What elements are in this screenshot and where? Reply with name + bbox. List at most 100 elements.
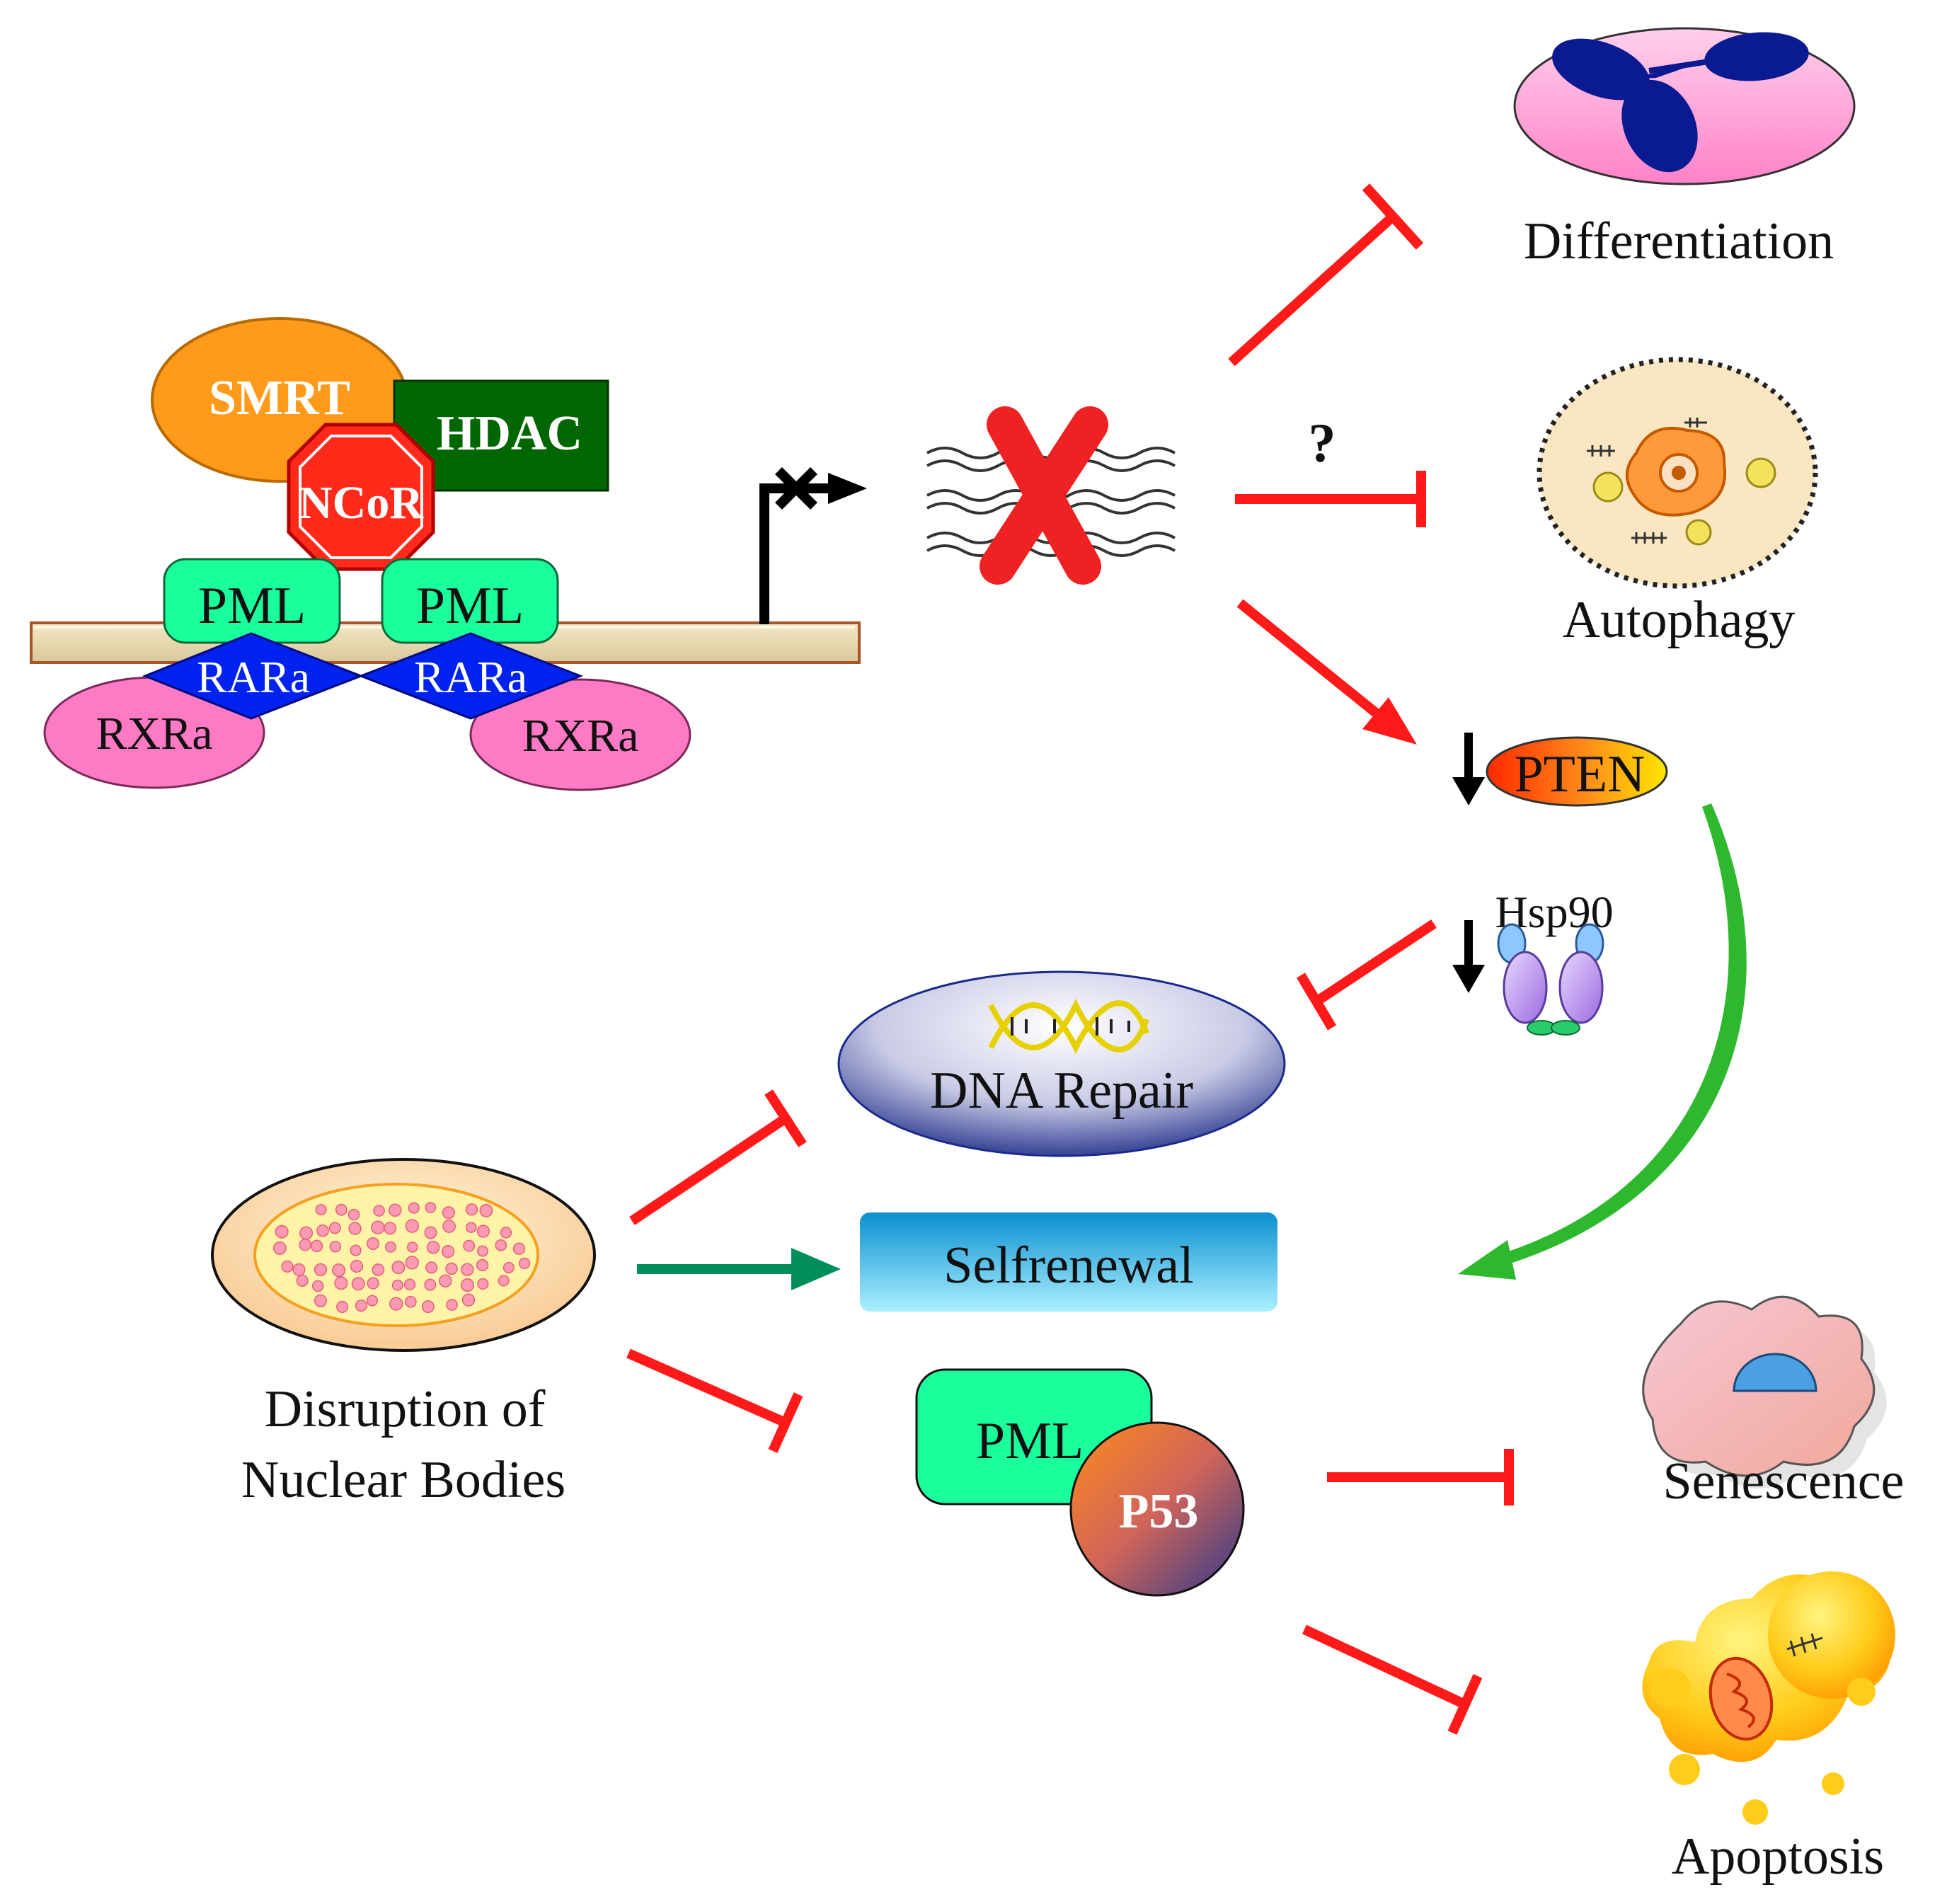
nuclear-body-dot xyxy=(350,1259,364,1273)
nuclear-body-dot xyxy=(281,1260,294,1273)
pten-selfrenewal-curve-arrow xyxy=(1458,803,1747,1280)
nuclear-body-dot xyxy=(275,1225,289,1239)
blocked-transcription xyxy=(926,406,1176,585)
nuclear-body-dot xyxy=(335,1203,348,1216)
nuclear-body-dot xyxy=(355,1300,367,1312)
activate-pten-arrow xyxy=(1236,599,1417,745)
nuclear-body-dot xyxy=(461,1293,476,1307)
nuclear-body-dot xyxy=(442,1206,455,1220)
nuclear-body-dots xyxy=(272,1202,531,1313)
nuclear-body-dot xyxy=(502,1261,515,1273)
senescence-nucleus-icon xyxy=(1733,1353,1817,1392)
nuclear-bodies-line2: Nuclear Bodies xyxy=(241,1451,565,1509)
rara-right-shape xyxy=(357,632,584,720)
nuclear-body-dot xyxy=(314,1294,327,1307)
dna-repair-group: DNA Repair xyxy=(837,970,1286,1157)
nuclear-body-dot xyxy=(426,1241,440,1254)
nuclear-body-dot xyxy=(348,1208,360,1221)
differentiation-label: Differentiation xyxy=(1524,212,1834,270)
smrt-label: SMRT xyxy=(209,371,350,425)
question-mark: ? xyxy=(1309,412,1336,474)
nuclear-body-dot xyxy=(366,1295,379,1307)
nuclear-body-dot xyxy=(477,1278,489,1290)
nuclear-body-dot xyxy=(372,1263,385,1276)
nucleus-icon xyxy=(1552,32,1809,173)
nuclear-body-dot xyxy=(367,1237,379,1250)
pml-p53-group: PML P53 xyxy=(915,1368,1245,1597)
nuclear-body-dot xyxy=(441,1245,455,1258)
rara-left-label: RARa xyxy=(197,652,310,702)
dna-repair-label: DNA Repair xyxy=(930,1062,1193,1120)
hsp90-group: Hsp90 xyxy=(1452,887,1614,1036)
autophagy-cell xyxy=(1537,357,1818,589)
nuclear-body-dot xyxy=(299,1238,311,1251)
nuclear-body-dot xyxy=(367,1277,379,1290)
nuclear-body-dot xyxy=(406,1241,418,1253)
pml-left-label: PML xyxy=(198,577,306,635)
mitochondrion-icon xyxy=(1708,1656,1774,1741)
nuclear-body-dot xyxy=(498,1275,510,1287)
nuclear-body-dot xyxy=(329,1241,342,1253)
nuclear-body-dot xyxy=(311,1280,324,1292)
inhibit-senescence-arrow xyxy=(1327,1449,1514,1506)
nuclear-body-dot xyxy=(350,1244,362,1256)
nuclear-body-dot xyxy=(388,1203,402,1217)
nuclear-body-dot xyxy=(408,1202,420,1214)
nuclear-body-dot xyxy=(315,1203,327,1216)
nuclear-bodies-group: Disruption of Nuclear Bodies xyxy=(211,1158,596,1509)
selfrenewal-label: Selfrenewal xyxy=(943,1237,1193,1295)
nuclear-body-dot xyxy=(334,1276,348,1290)
nuclear-body-dot xyxy=(351,1277,365,1291)
selfrenewal-group: Selfrenewal xyxy=(860,1212,1277,1312)
rxra-left-label: RXRa xyxy=(96,708,213,759)
nuclear-body-dot xyxy=(373,1205,385,1217)
autophagosome-icon xyxy=(1587,418,1776,546)
nuclear-body-dot xyxy=(405,1256,419,1270)
nuclear-body-dot xyxy=(314,1263,328,1277)
nuclear-body-dot xyxy=(424,1226,437,1239)
nuclear-body-dot xyxy=(461,1263,474,1276)
pathway-arrows: ? xyxy=(626,183,1747,1735)
senescence-label: Senescence xyxy=(1662,1452,1904,1510)
nuclear-body-dot xyxy=(500,1227,512,1239)
nuclear-body-dot xyxy=(460,1278,475,1292)
nuclear-body-dot xyxy=(403,1278,416,1291)
p53-shape xyxy=(1069,1421,1245,1597)
p53-label: P53 xyxy=(1119,1484,1199,1539)
nuclear-body-dot xyxy=(405,1219,420,1233)
rxra-right-label: RXRa xyxy=(522,710,639,762)
nuclear-body-dot xyxy=(439,1274,452,1288)
nuclear-body-dot xyxy=(310,1239,323,1253)
apoptosis-cell xyxy=(1642,1571,1895,1825)
nuclear-body-dot xyxy=(385,1241,396,1253)
nuclear-body-dot xyxy=(272,1241,287,1255)
apoptosis-label: Apoptosis xyxy=(1672,1828,1884,1886)
nuclear-body-dot xyxy=(299,1226,314,1240)
nuclear-body-dot xyxy=(425,1202,437,1213)
nuclear-body-dot xyxy=(465,1203,478,1216)
nuclear-body-dot xyxy=(421,1300,435,1313)
nuclear-body-dot xyxy=(446,1299,458,1311)
nuclear-body-dot xyxy=(296,1274,309,1287)
repressor-complex: SMRT HDAC NCoR PML PML RXRa RXRa RARa RA… xyxy=(30,317,867,791)
nuclear-body-dot xyxy=(463,1239,476,1252)
hsp90-icon xyxy=(1497,923,1604,1036)
pten-shape xyxy=(1486,736,1668,807)
nuclear-body-dot xyxy=(336,1300,349,1313)
nuclear-body-dot xyxy=(391,1279,403,1291)
inhibit-apoptosis-arrow xyxy=(1302,1624,1483,1735)
nuclear-body-dot xyxy=(425,1261,438,1274)
inhibit-pml-p53-arrow xyxy=(626,1348,803,1453)
nuclear-body-dot xyxy=(348,1222,362,1235)
promoter-arrow xyxy=(759,483,835,624)
nuclear-body-dot xyxy=(292,1263,306,1276)
pten-group: PTEN xyxy=(1452,733,1668,807)
promoter-block-icon xyxy=(775,467,817,510)
inhibit-dna-repair-arrow xyxy=(629,1089,807,1225)
pml-p53-pml-label: PML xyxy=(976,1412,1084,1470)
pten-label: PTEN xyxy=(1515,745,1646,803)
nuclear-body-dot xyxy=(476,1258,489,1272)
nuclear-body-dot xyxy=(328,1222,341,1234)
nuclear-body-dot xyxy=(479,1203,493,1217)
nuclear-body-dot xyxy=(424,1278,437,1291)
